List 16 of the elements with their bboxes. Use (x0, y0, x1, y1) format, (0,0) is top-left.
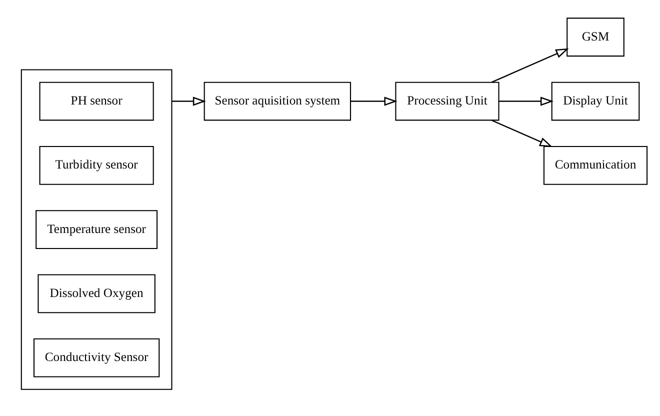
node-box: PH sensor (39, 82, 154, 121)
node-box: Processing Unit (395, 82, 500, 121)
arrow (492, 48, 569, 83)
node-box: Temperature sensor (36, 210, 158, 249)
node-box: Sensor aquisition system (204, 82, 352, 121)
node-box: Conductivity Sensor (33, 338, 160, 378)
node-box: Dissolved Oxygen (38, 274, 156, 314)
node-box: Display Unit (551, 82, 640, 121)
node-box: GSM (566, 18, 624, 57)
cluster (20, 69, 172, 390)
arrow (492, 120, 553, 148)
node-box: Turbidity sensor (39, 146, 154, 185)
arrow (350, 96, 398, 106)
arrow (172, 96, 206, 106)
arrow (499, 96, 554, 106)
node-box: Communication (543, 146, 648, 185)
